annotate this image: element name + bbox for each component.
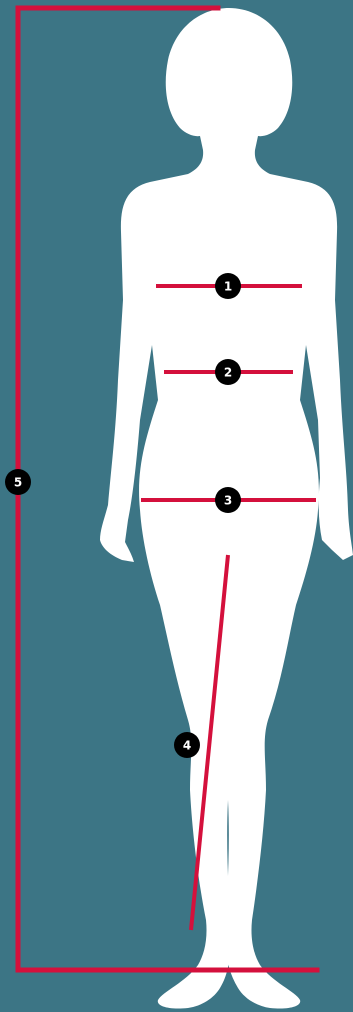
torso-silhouette: [100, 8, 232, 1009]
marker-2-badge: 2: [215, 359, 241, 385]
marker-3-label: 3: [224, 494, 232, 508]
marker-3-badge: 3: [215, 487, 241, 513]
marker-1-badge: 1: [215, 273, 241, 299]
marker-4-badge: 4: [174, 732, 200, 758]
marker-5-label: 5: [14, 476, 22, 490]
head-silhouette: [224, 8, 353, 1009]
marker-4-label: 4: [183, 739, 191, 753]
marker-2-label: 2: [224, 366, 232, 380]
marker-1-label: 1: [224, 280, 232, 294]
marker-5-badge: 5: [5, 469, 31, 495]
